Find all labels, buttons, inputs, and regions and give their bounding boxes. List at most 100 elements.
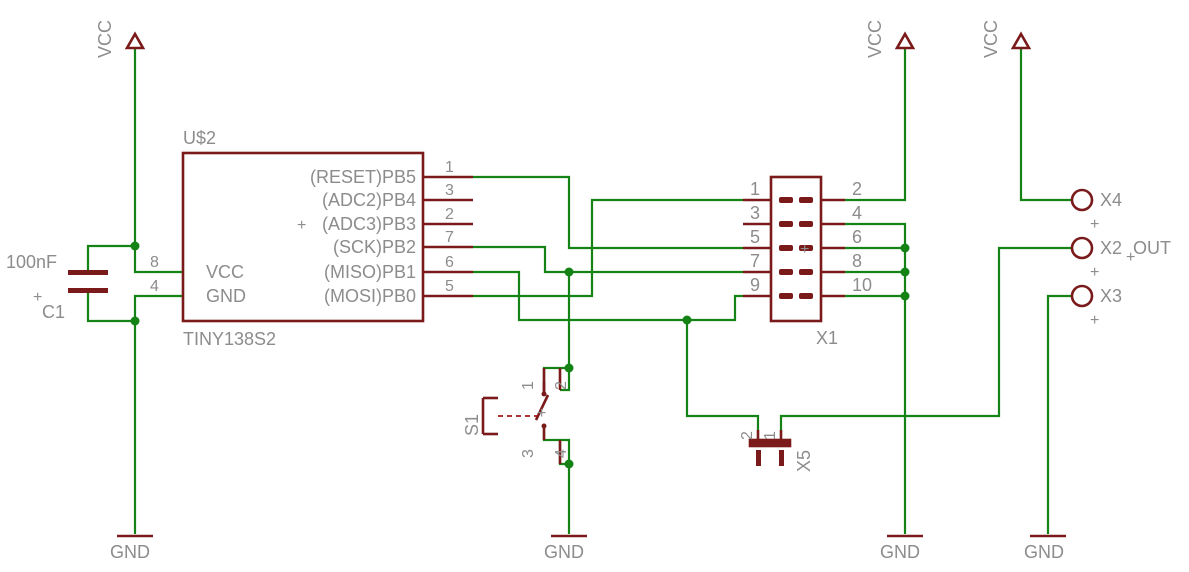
jumper-name: X5 xyxy=(794,450,814,472)
wire-c1-bottom xyxy=(86,293,135,323)
pin-label-pb2: (SCK)PB2 xyxy=(333,237,416,257)
gnd-symbol-4: GND xyxy=(1024,534,1066,562)
pin-label-pb4: (ADC2)PB4 xyxy=(322,190,416,210)
origin-cross-icon: + xyxy=(537,405,546,422)
capacitor-plate-bottom xyxy=(68,288,108,293)
terminal-circle-icon xyxy=(1070,284,1094,308)
pin-label-pb0: (MOSI)PB0 xyxy=(324,286,416,306)
pin-number: 3 xyxy=(520,449,537,458)
ic-right-pins xyxy=(423,175,473,298)
wire-x4-vcc xyxy=(1019,48,1071,202)
origin-cross-icon: + xyxy=(297,217,306,234)
header-x1: + 1 3 5 7 9 2 4 6 8 10 X1 xyxy=(743,175,872,348)
jumper-x5: 2 1 X5 xyxy=(739,430,814,472)
ic-name: U$2 xyxy=(183,128,216,148)
terminal-x4: X4 + xyxy=(1070,188,1122,233)
switch-name: S1 xyxy=(462,414,482,436)
gnd-label: GND xyxy=(1024,542,1064,562)
junction xyxy=(900,243,910,253)
origin-cross-icon: + xyxy=(33,289,42,306)
pin-number: 8 xyxy=(150,254,159,271)
origin-cross-icon: + xyxy=(800,241,809,258)
wire-s1-pin2 xyxy=(560,368,571,392)
gnd-label: GND xyxy=(880,542,920,562)
pin-label-pb3: (ADC3)PB3 xyxy=(322,214,416,234)
junction xyxy=(130,241,140,251)
wire-gnd1-rail xyxy=(133,294,183,534)
wire-s1-bottom xyxy=(542,428,571,534)
junction xyxy=(564,459,574,469)
origin-cross-icon: + xyxy=(1090,264,1099,281)
pin-number: 10 xyxy=(852,275,872,295)
junction xyxy=(900,267,910,277)
pin-number: 1 xyxy=(520,381,537,390)
pin-number: 7 xyxy=(445,229,454,246)
vcc-symbol-2: VCC xyxy=(865,20,916,58)
gnd-label: GND xyxy=(110,542,150,562)
pin-number: 4 xyxy=(852,203,862,223)
junctions xyxy=(130,241,910,469)
pin-number: 4 xyxy=(150,278,159,295)
origin-cross-icon: + xyxy=(1090,216,1099,233)
pin-number: 4 xyxy=(553,449,570,458)
pin-number: 2 xyxy=(553,381,570,390)
vcc-arrow-icon xyxy=(894,31,916,50)
pin-label-vcc: VCC xyxy=(206,262,244,282)
pin-number: 6 xyxy=(852,227,862,247)
pin-number: 3 xyxy=(445,182,454,199)
header-name: X1 xyxy=(816,328,838,348)
gnd-symbol-3: GND xyxy=(880,534,923,562)
pin-number: 2 xyxy=(852,179,862,199)
vcc-arrow-icon xyxy=(1010,31,1032,50)
ic-body xyxy=(181,151,425,323)
pin-number: 7 xyxy=(750,251,760,271)
vcc-arrow-icon xyxy=(124,31,146,50)
gnd-label: GND xyxy=(544,542,584,562)
c1-name: C1 xyxy=(42,302,65,322)
pin-label-gnd: GND xyxy=(206,286,246,306)
wire-mosi xyxy=(473,198,743,298)
wire-x1-pin2-vcc xyxy=(845,48,907,202)
net-label-out: OUT xyxy=(1133,238,1171,258)
capacitor-plate-top xyxy=(68,270,108,275)
terminal-x2: X2 + + OUT xyxy=(1070,236,1171,281)
header-pads xyxy=(779,197,813,299)
gnd-symbol-1: GND xyxy=(110,534,153,562)
pin-number: 3 xyxy=(750,203,760,223)
origin-cross-icon: + xyxy=(1090,312,1099,329)
vcc-label: VCC xyxy=(981,20,1001,58)
wire-reset xyxy=(473,175,743,250)
wire-sck xyxy=(473,245,743,274)
pin-number: 1 xyxy=(445,159,454,176)
pin-number: 2 xyxy=(739,431,756,440)
terminal-circle-icon xyxy=(1070,188,1094,212)
pin-number: 1 xyxy=(750,179,760,199)
pin-number: 2 xyxy=(445,206,454,223)
pin-number: 5 xyxy=(750,227,760,247)
switch-s1: + S1 1 2 3 4 xyxy=(462,368,570,464)
header-body xyxy=(769,175,823,323)
ic-value: TINY138S2 xyxy=(183,329,276,349)
terminal-circle-icon xyxy=(1070,236,1094,260)
pin-label-pb1: (MISO)PB1 xyxy=(324,262,416,282)
ic-u2: U$2 TINY138S2 (RESET)PB5 (ADC2)PB4 (ADC3… xyxy=(150,128,473,349)
pin-number: 8 xyxy=(852,251,862,271)
wire-x5-out xyxy=(779,246,1071,430)
vcc-symbol-3: VCC xyxy=(981,20,1032,58)
terminal-name: X2 xyxy=(1100,238,1122,258)
vcc-label: VCC xyxy=(865,20,885,58)
pin-number: 5 xyxy=(445,278,454,295)
c1-value: 100nF xyxy=(6,252,57,272)
wire-miso xyxy=(473,270,743,322)
wire-x3-gnd xyxy=(1046,294,1071,534)
origin-cross-icon: + xyxy=(1126,249,1135,266)
vcc-label: VCC xyxy=(95,20,115,58)
gnd-symbol-2: GND xyxy=(544,534,587,562)
pin-label-pb5: (RESET)PB5 xyxy=(310,167,416,187)
pin-number: 1 xyxy=(762,431,779,440)
junction xyxy=(564,363,574,373)
terminal-name: X3 xyxy=(1100,286,1122,306)
terminal-name: X4 xyxy=(1100,190,1122,210)
pin-number: 9 xyxy=(750,275,760,295)
